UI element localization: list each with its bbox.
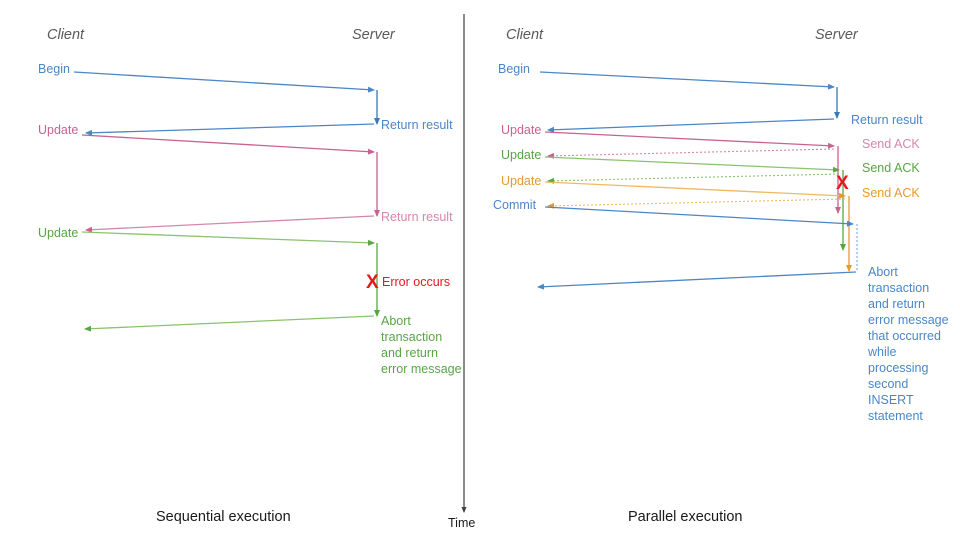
label-return-result-2: Return result: [381, 210, 453, 224]
panel-parallel: Client Server: [493, 27, 949, 525]
abort-note-line: and return: [381, 346, 438, 360]
lane-header-server: Server: [352, 27, 396, 43]
label-send-ack-pink: Send ACK: [862, 137, 920, 151]
arrow-return-result: [547, 118, 835, 133]
arrow-begin-request: [73, 71, 375, 93]
abort-note-sequential: Abort transaction and return error messa…: [381, 314, 462, 376]
panel-sequential: Client Server Begin Update Update Retur: [38, 27, 462, 525]
arrow-update-orange-request: [544, 181, 846, 199]
label-return-result: Return result: [851, 113, 923, 127]
label-update-orange: Update: [501, 174, 541, 188]
time-axis-label: Time: [448, 516, 475, 530]
arrow-ack-green: [547, 173, 840, 184]
error-x-icon: X: [836, 173, 849, 194]
arrow-begin-request: [539, 71, 835, 90]
arrow-abort-return: [84, 315, 375, 332]
lane-header-client: Client: [47, 27, 85, 43]
arrow-update-1-request: [81, 134, 375, 155]
abort-note-line: Abort: [868, 265, 898, 279]
arrow-abort-return: [537, 271, 857, 290]
arrow-return-result-2: [85, 215, 375, 233]
abort-note-line: while: [867, 345, 897, 359]
label-begin: Begin: [38, 62, 70, 76]
abort-note-line: INSERT: [868, 393, 914, 407]
label-update-2: Update: [38, 226, 78, 240]
abort-note-line: transaction: [868, 281, 929, 295]
label-send-ack-green: Send ACK: [862, 161, 920, 175]
label-begin: Begin: [498, 62, 530, 76]
label-send-ack-orange: Send ACK: [862, 186, 920, 200]
label-commit: Commit: [493, 198, 537, 212]
abort-note-line: transaction: [381, 330, 442, 344]
label-update-pink: Update: [501, 123, 541, 137]
abort-note-line: error message: [381, 362, 462, 376]
abort-note-line: statement: [868, 409, 923, 423]
abort-note-line: and return: [868, 297, 925, 311]
arrow-ack-orange: [547, 198, 846, 209]
time-axis: Time: [448, 14, 475, 530]
arrow-update-2-request: [81, 231, 375, 246]
label-update-green: Update: [501, 148, 541, 162]
abort-note-line: second: [868, 377, 908, 391]
arrow-update-pink-request: [544, 131, 835, 149]
arrow-update-green-request: [544, 156, 840, 173]
caption-parallel: Parallel execution: [628, 509, 742, 525]
label-return-result-1: Return result: [381, 118, 453, 132]
abort-note-line: error message: [868, 313, 949, 327]
lane-header-server: Server: [815, 27, 859, 43]
abort-note-line: that occurred: [868, 329, 941, 343]
abort-note-line: Abort: [381, 314, 411, 328]
label-error-occurs: Error occurs: [382, 275, 450, 289]
abort-note-parallel: Abort transaction and return error messa…: [867, 265, 949, 423]
error-x-icon: X: [366, 272, 379, 293]
arrow-ack-pink: [547, 148, 835, 159]
abort-note-line: processing: [868, 361, 928, 375]
label-update-1: Update: [38, 123, 78, 137]
arrow-return-result-1: [85, 123, 375, 136]
caption-sequential: Sequential execution: [156, 509, 291, 525]
arrow-commit-request: [544, 206, 854, 227]
lane-header-client: Client: [506, 27, 544, 43]
